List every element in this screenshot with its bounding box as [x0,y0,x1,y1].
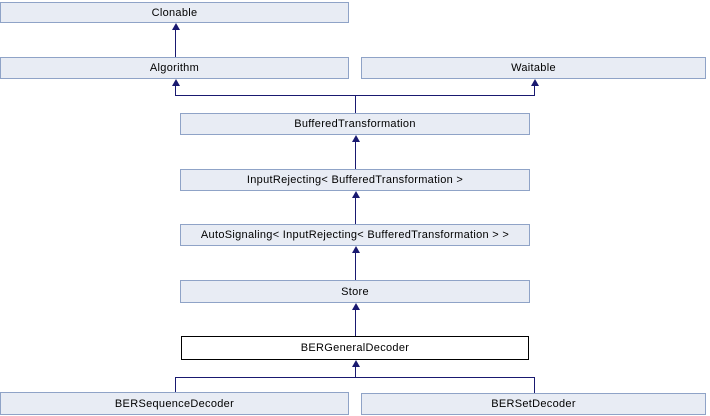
arrowhead-up-icon [530,79,539,86]
edge-buffered-to-waitable [534,84,535,96]
edge-buffered-to-algorithm [175,84,176,96]
edge-inputrejecting-to-buffered [355,141,356,169]
arrowhead-up-icon [351,246,360,253]
arrowhead-up-icon [171,79,180,86]
edge-algorithm-to-clonable [175,29,176,57]
edge-store-to-autosignaling [355,252,356,280]
class-node-algorithm[interactable]: Algorithm [0,57,349,79]
class-node-waitable[interactable]: Waitable [361,57,706,79]
edge-buffered-stem [355,95,356,113]
class-node-bersequencedecoder[interactable]: BERSequenceDecoder [0,392,349,415]
edge-autosignaling-to-inputrejecting [355,197,356,224]
class-node-bergeneraldecoder: BERGeneralDecoder [181,336,529,360]
class-node-inputrejecting[interactable]: InputRejecting< BufferedTransformation > [180,169,530,191]
class-node-store[interactable]: Store [180,280,530,303]
arrowhead-up-icon [351,360,360,367]
edge-bersequence-to-bergeneral [175,377,176,392]
edge-bergeneral-to-store [355,309,356,336]
class-node-autosignaling[interactable]: AutoSignaling< InputRejecting< BufferedT… [180,224,530,246]
arrowhead-up-icon [171,23,180,30]
arrowhead-up-icon [351,191,360,198]
arrowhead-up-icon [351,303,360,310]
edge-decoders-branch [175,377,535,378]
class-node-bufferedtransformation[interactable]: BufferedTransformation [180,113,530,135]
edge-berset-to-bergeneral [534,377,535,393]
edge-decoders-stem [355,366,356,378]
class-node-bersetdecoder[interactable]: BERSetDecoder [361,393,706,415]
arrowhead-up-icon [351,135,360,142]
class-node-clonable[interactable]: Clonable [0,2,349,23]
